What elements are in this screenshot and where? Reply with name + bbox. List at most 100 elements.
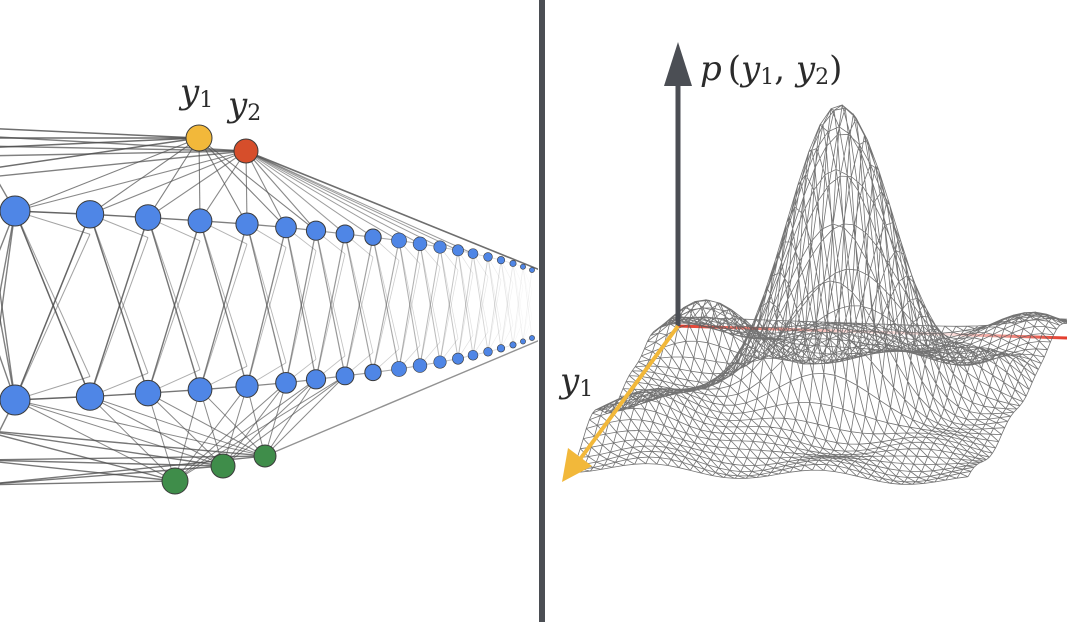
network-edge xyxy=(487,280,502,352)
network-edge xyxy=(344,257,374,376)
network-edge xyxy=(147,392,224,467)
network-edge xyxy=(522,269,533,342)
network-edge xyxy=(199,243,248,390)
y1-axis xyxy=(576,324,680,464)
hidden-node xyxy=(509,259,517,267)
network-edge xyxy=(315,253,346,380)
network-edge xyxy=(147,217,201,390)
network-edge xyxy=(199,220,248,367)
network-edge xyxy=(398,240,421,346)
output-node-y2 xyxy=(233,138,259,164)
network-edge xyxy=(457,250,474,356)
network-edge xyxy=(147,217,201,370)
network-edge xyxy=(14,213,91,401)
hidden-node xyxy=(75,200,105,229)
network-edge xyxy=(398,243,421,370)
hidden-node xyxy=(496,256,506,265)
hidden-node xyxy=(391,361,407,377)
network-edge xyxy=(14,210,91,397)
mesh-wireframe xyxy=(567,104,1067,485)
density-mesh xyxy=(567,104,1067,485)
output-label-y1: y1 xyxy=(178,72,213,113)
hidden-node xyxy=(305,369,327,390)
hidden-node xyxy=(187,377,213,403)
network-edge xyxy=(0,480,176,486)
network-edge xyxy=(500,283,514,349)
hidden-node xyxy=(235,374,259,398)
hidden-node xyxy=(364,363,382,382)
network-edge xyxy=(344,233,374,353)
network-edge xyxy=(222,382,287,467)
network-edge xyxy=(174,389,201,482)
network-edge xyxy=(246,386,266,457)
network-edge xyxy=(14,210,91,377)
network-edge xyxy=(457,253,474,359)
network-edge xyxy=(14,234,91,401)
network-edge xyxy=(315,230,346,356)
hidden-node xyxy=(364,228,382,246)
network-edge xyxy=(245,150,421,245)
network-edge xyxy=(372,237,400,370)
network-edge xyxy=(89,237,149,397)
network-edge xyxy=(487,256,502,329)
network-edge xyxy=(285,250,317,383)
network-edge xyxy=(246,223,287,363)
network-edge xyxy=(0,287,16,401)
network-edge xyxy=(147,240,201,394)
network-edge xyxy=(147,220,201,394)
network-edge xyxy=(245,150,287,228)
hidden-node xyxy=(433,240,447,254)
network-edge xyxy=(472,276,489,356)
hidden-node xyxy=(75,382,105,411)
hidden-node xyxy=(520,263,526,270)
network-edge xyxy=(457,250,474,336)
network-edge xyxy=(522,266,533,339)
network-edge xyxy=(245,150,317,232)
network-edge xyxy=(487,260,502,352)
network-edge xyxy=(89,150,247,215)
network-edge xyxy=(285,227,317,380)
network-edge xyxy=(246,247,287,387)
network-edge xyxy=(264,375,346,457)
network-edge xyxy=(439,246,459,359)
hidden-node xyxy=(134,204,162,231)
network-edge xyxy=(512,286,524,345)
network-edge xyxy=(500,260,514,325)
network-edge xyxy=(500,260,514,345)
network-edge xyxy=(315,233,346,380)
network-edge xyxy=(0,210,16,328)
network-edge xyxy=(512,321,524,345)
network-edge xyxy=(419,266,441,366)
network-edge xyxy=(487,256,502,349)
network-edge xyxy=(89,137,200,215)
network-edge xyxy=(245,150,400,241)
hidden-node xyxy=(529,335,535,341)
network-edge xyxy=(147,392,266,457)
network-edge xyxy=(512,266,524,345)
hidden-node xyxy=(335,366,355,386)
input-node xyxy=(161,467,189,495)
network-edge xyxy=(522,317,533,342)
network-edge xyxy=(199,220,248,387)
hidden-node xyxy=(134,379,162,407)
hidden-node xyxy=(509,341,517,349)
network-edge xyxy=(344,233,374,373)
network-edge xyxy=(315,230,346,377)
network-edge xyxy=(419,246,441,366)
network-edge xyxy=(222,378,317,467)
hidden-node xyxy=(275,371,297,394)
hidden-node xyxy=(483,347,493,357)
network-edge xyxy=(500,263,514,349)
network-edge xyxy=(264,340,538,457)
network-edge xyxy=(0,137,200,168)
density-axis-arrowhead xyxy=(664,42,692,86)
hidden-node xyxy=(520,338,526,345)
density-axis-label: p(y1, y2) xyxy=(700,49,842,90)
network-edge xyxy=(245,150,459,251)
network-edge xyxy=(439,246,459,339)
network-edge xyxy=(14,399,224,467)
network-edge xyxy=(199,223,248,390)
network-edge xyxy=(439,250,459,363)
network-edge xyxy=(264,379,317,457)
